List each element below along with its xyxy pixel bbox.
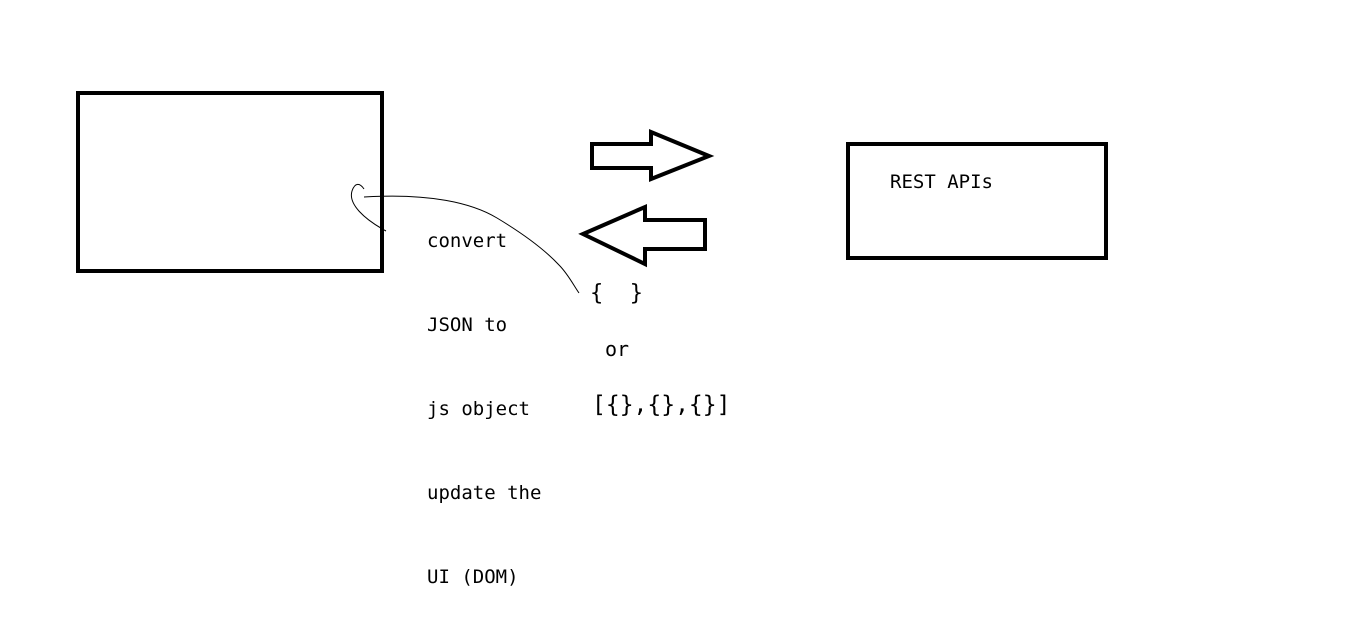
json-object-glyph: { } xyxy=(590,281,643,306)
note-line: JSON to xyxy=(427,314,508,336)
rest-api-label: REST APIs xyxy=(890,171,993,193)
note-line: js object xyxy=(427,398,530,420)
rest-api-box: REST APIs xyxy=(846,142,1108,260)
diagram-canvas xyxy=(350,129,715,294)
connector-curve xyxy=(350,183,580,294)
note-line: UI (DOM) xyxy=(427,566,519,588)
or-label: or xyxy=(605,337,630,361)
note-line: update the xyxy=(427,482,542,504)
json-array-glyph: [{},{},{}] xyxy=(592,392,731,418)
right-arrow-icon xyxy=(590,129,715,182)
conversion-note: convert JSON to js object update the UI … xyxy=(427,171,541,619)
client-box xyxy=(76,91,384,273)
left-arrow-icon xyxy=(578,203,707,268)
note-line: convert xyxy=(427,230,508,252)
